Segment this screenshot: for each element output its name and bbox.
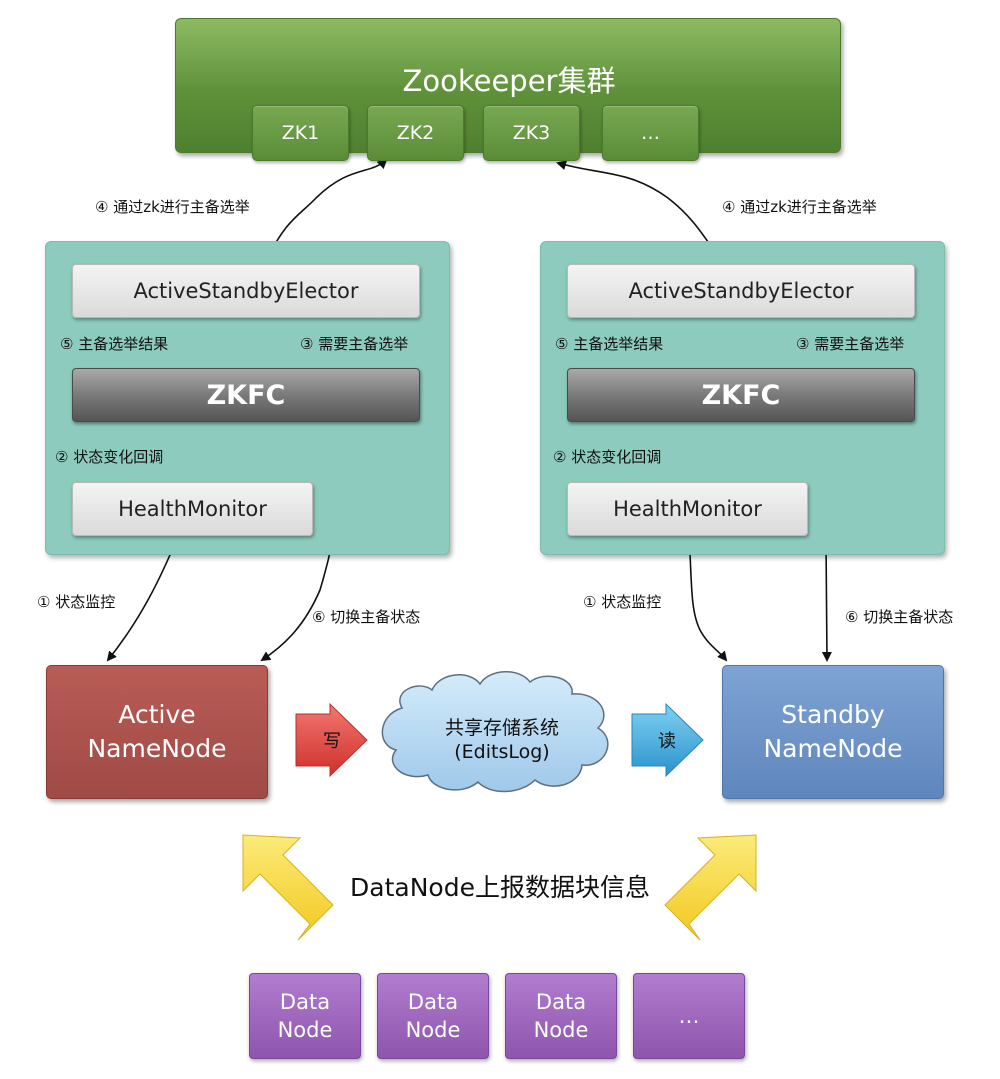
left-health-monitor: HealthMonitor (72, 482, 313, 536)
right-active-standby-elector: ActiveStandbyElector (567, 264, 915, 318)
right-monitor-label: ① 状态监控 (583, 593, 662, 611)
left-monitor-label: ① 状态监控 (37, 593, 116, 611)
datanode-report-label: DataNode上报数据块信息 (350, 873, 650, 902)
write-arrow (295, 702, 368, 778)
read-arrow (631, 702, 704, 778)
standby-namenode-line1: Standby (781, 700, 885, 729)
right-election-arrow (556, 160, 723, 263)
standby-namenode-line2: NameNode (763, 734, 903, 763)
active-namenode: Active NameNode (46, 665, 268, 799)
left-switch-label: ⑥ 切换主备状态 (312, 608, 421, 626)
right-report-arrow (664, 834, 757, 941)
zk-node: … (602, 105, 699, 161)
read-label: 读 (658, 731, 676, 752)
right-election-label: ④ 通过zk进行主备选举 (722, 198, 877, 216)
datanode-line1: Data (407, 990, 459, 1014)
right-health-monitor: HealthMonitor (567, 482, 808, 536)
right-need-label: ③ 需要主备选举 (796, 335, 905, 353)
shared-storage-line1: 共享存储系统 (444, 717, 559, 739)
left-result-label: ⑤ 主备选举结果 (60, 335, 169, 353)
datanode-line1: Data (279, 990, 331, 1014)
datanode-line2: Node (277, 1018, 333, 1042)
zk-node: ZK3 (483, 105, 580, 161)
left-zkfc-box: ZKFC (72, 368, 420, 422)
datanode-line2: Node (533, 1018, 589, 1042)
left-need-label: ③ 需要主备选举 (300, 335, 409, 353)
shared-storage-line2: (EditsLog) (454, 741, 550, 763)
zookeeper-cluster: Zookeeper集群 ZK1 ZK2 ZK3 … (175, 18, 841, 161)
zk-node: ZK1 (252, 105, 349, 161)
active-namenode-line1: Active (118, 700, 196, 729)
right-monitor-arrow (688, 535, 728, 662)
right-result-label: ⑤ 主备选举结果 (555, 335, 664, 353)
datanode-line1: … (678, 1004, 700, 1028)
left-active-standby-elector: ActiveStandbyElector (72, 264, 420, 318)
active-namenode-line2: NameNode (87, 734, 227, 763)
shared-storage-cloud (381, 671, 609, 793)
left-election-label: ④ 通过zk进行主备选举 (95, 198, 250, 216)
zk-node: ZK2 (367, 105, 464, 161)
right-switch-label: ⑥ 切换主备状态 (845, 608, 954, 626)
shared-storage-text: 共享存储系统 (EditsLog) (402, 712, 602, 768)
write-label: 写 (323, 731, 341, 752)
standby-namenode: Standby NameNode (722, 665, 944, 799)
datanode-line2: Node (405, 1018, 461, 1042)
left-report-arrow (242, 834, 334, 941)
left-election-arrow (265, 158, 388, 263)
right-zkfc-box: ZKFC (567, 368, 915, 422)
right-callback-label: ② 状态变化回调 (553, 448, 662, 466)
datanode-line1: Data (535, 990, 587, 1014)
datanode-box: … (633, 973, 745, 1059)
left-callback-label: ② 状态变化回调 (55, 448, 164, 466)
zookeeper-title: Zookeeper集群 (402, 64, 616, 98)
